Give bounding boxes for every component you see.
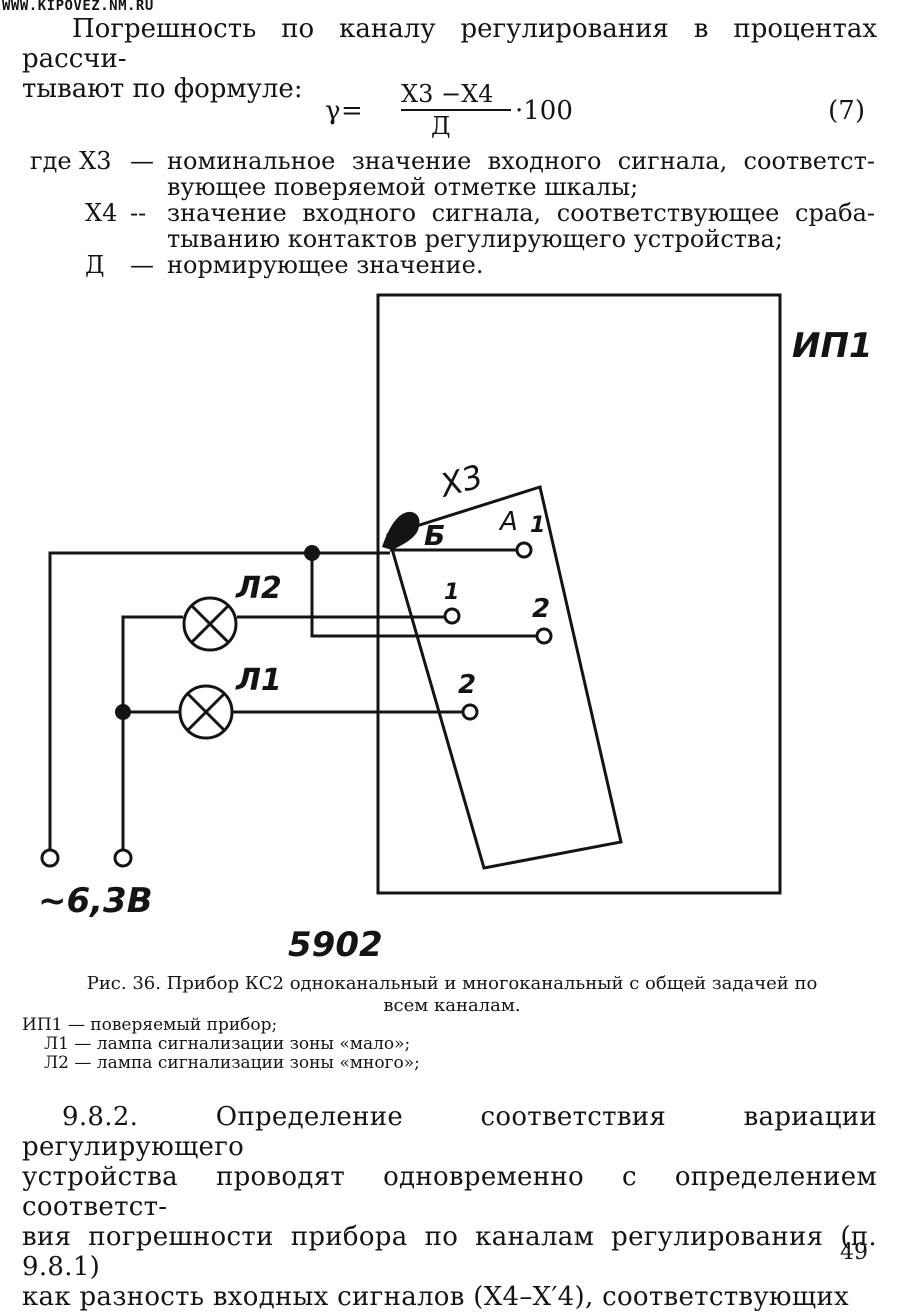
definition-dash: — [130,251,154,279]
definition-text: нормирующее значение. [167,251,484,279]
lamp-l1-circle [178,684,234,740]
supply-terminal-left [40,848,60,868]
intro-paragraph: Погрешность по каналу регулирования в пр… [22,14,877,104]
definition-d: Д — нормирующее значение. [30,252,875,278]
caption-line: Рис. 36. Прибор КС2 одноканальный и мног… [86,973,818,994]
lamp-l1-cross [186,692,226,732]
formula-multiplier: ·100 [515,96,573,126]
formula-7: γ = X3 −X4 Д ·100 (7) [325,78,865,140]
text-line: как разность входных сигналов (X4–X′4), … [22,1282,849,1312]
device-label-ip1: ИП1 [792,326,873,366]
device-ip1-outline [376,293,782,895]
text-line: устройства проводят одновременно с опред… [22,1162,877,1222]
definition-text: значение входного сигнала, соответствующ… [167,199,875,253]
definition-x4: X4 -- значение входного сигнала, соответ… [30,200,875,252]
definition-symbol: Д [85,251,105,279]
text-line: Погрешность по каналу регулирования в пр… [22,14,877,74]
text-line: вия погрешности прибора по каналам регул… [22,1222,877,1282]
definition-x3: где X3 — номинальное значение входного с… [30,148,875,200]
contact-label-a2: 2 [532,594,550,624]
lamp-label-l2: Л2 [235,571,282,606]
junction-dot [115,704,131,720]
contact-label-l2-1: 1 [444,580,459,605]
formula-numerator: X3 −X4 [401,80,494,108]
formula-denominator: Д [431,112,451,140]
legend-item: Л2 — лампа сигнализации зоны «много»; [44,1053,420,1073]
contact-label-l1-2: 2 [458,670,476,700]
supply-terminal-right [113,848,133,868]
legend-item: ИП1 — поверяемый прибор; [22,1015,278,1035]
supply-wire-left [48,551,390,850]
definition-symbol: X4 [85,199,118,227]
contact-label-a: А [498,507,518,537]
document-page: WWW.KIPOVEZ.NM.RU Погрешность по каналу … [2,0,882,1312]
connector-label-x3: X3 [434,457,487,505]
terminal-a2 [535,627,553,645]
terminal-a1 [515,541,533,559]
body-paragraph-9-8-2: 9.8.2. Определение соответствия вариации… [22,1102,877,1312]
supply-wire-right [121,615,183,853]
wiring-diagram: ИП1 X3 А Б 1 1 2 2 Л2 Л1 ~6,3В 5902 [38,293,873,965]
figure-caption: Рис. 36. Прибор КС2 одноканальный и мног… [22,973,882,1017]
lamp-label-l1: Л1 [235,663,282,698]
lamp-l2-circle [182,596,238,652]
junction-dot [304,545,320,561]
terminal-2-l1 [461,703,479,721]
formula-lhs: γ [325,96,341,126]
contact-label-b: Б [424,519,445,552]
caption-line: всем каналам. [383,995,521,1016]
text-line: тывают по формуле: [22,74,303,104]
terminal-1-l2 [443,607,461,625]
formula-equals: = [341,96,363,126]
contact-b-wiper [382,511,420,550]
fraction-bar [401,109,511,111]
figure-legend: ИП1 — поверяемый прибор; Л1 — лампа сигн… [22,1016,420,1073]
formula-number: (7) [828,96,865,126]
site-watermark: WWW.KIPOVEZ.NM.RU [2,0,154,14]
contact-label-a1: 1 [530,513,545,538]
wire-junction-to-2 [310,553,538,638]
supply-label: ~6,3В [38,881,153,921]
definition-text: номинальное значение входного сигнала, с… [167,147,875,201]
definition-dash: — [130,147,154,175]
lamp-l2-cross [190,604,230,644]
legend-item: Л1 — лампа сигнализации зоны «мало»; [44,1034,411,1054]
definitions-list: где X3 — номинальное значение входного с… [30,148,875,278]
definition-dash: -- [130,199,147,227]
text-line: 9.8.2. Определение соответствия вариации… [22,1102,877,1162]
stamp-number: 5902 [288,925,383,965]
page-number: 49 [840,1240,868,1265]
definition-symbol: где X3 [30,147,112,175]
connector-x3-block [386,485,623,870]
